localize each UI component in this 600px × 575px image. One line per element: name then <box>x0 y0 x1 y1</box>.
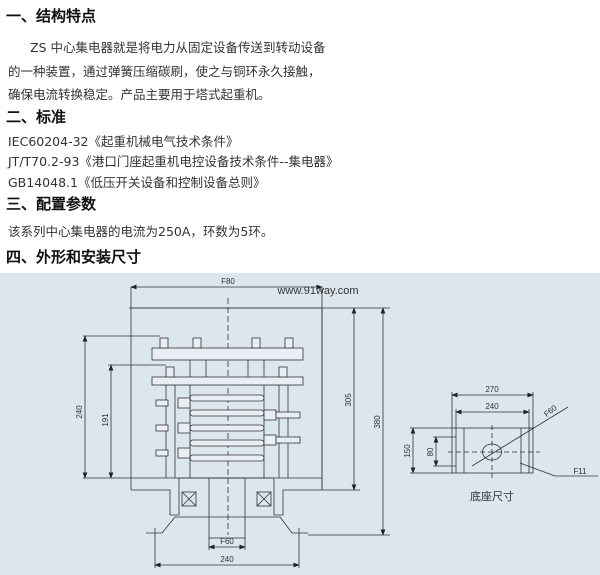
dim-150: 150 <box>403 444 412 458</box>
mounting-bracket <box>146 516 308 534</box>
dim-380: 380 <box>373 415 382 429</box>
section-title-standards: 二、标准 <box>6 108 67 126</box>
dim-f11: F11 <box>573 467 587 476</box>
dim-270: 270 <box>485 385 499 394</box>
dim-f60-shaft: F60 <box>220 537 234 546</box>
copper-rings <box>155 394 301 462</box>
standard-2: JT/T70.2-93《港口门座起重机电控设备技术条件--集电器》 <box>8 154 339 169</box>
features-line-3: 确保电流转换稳定。产品主要用于塔式起重机。 <box>8 87 271 102</box>
dim-240-base: 240 <box>220 555 234 564</box>
base-outline <box>451 427 534 474</box>
features-line-2: 的一种装置，通过弹簧压缩碳刷，使之与铜环永久接触， <box>8 64 321 79</box>
drawing-panel <box>0 273 600 575</box>
section-title-dimensions: 四、外形和安装尺寸 <box>6 248 142 266</box>
watermark: www.91way.com <box>276 285 358 297</box>
top-plate <box>151 347 304 361</box>
section-title-config: 三、配置参数 <box>6 195 97 213</box>
dim-191: 191 <box>101 413 110 427</box>
base-caption: 底座尺寸 <box>470 489 514 503</box>
standard-1: IEC60204-32《起重机械电气技术条件》 <box>8 134 239 149</box>
dim-240-height: 240 <box>75 405 84 419</box>
dim-305: 305 <box>344 393 353 407</box>
features-line-1: ZS 中心集电器就是将电力从固定设备传送到转动设备 <box>30 40 326 55</box>
middle-plate <box>151 376 304 386</box>
config-line: 该系列中心集电器的电流为250A，环数为5环。 <box>8 224 274 239</box>
section-title-features: 一、结构特点 <box>6 7 97 25</box>
dim-f60-hole: F60 <box>542 403 559 419</box>
standard-3: GB14048.1《低压开关设备和控制设备总则》 <box>8 175 266 190</box>
dim-240-detail: 240 <box>485 402 499 411</box>
dim-80: 80 <box>426 447 435 456</box>
dim-f80: F80 <box>221 277 235 286</box>
